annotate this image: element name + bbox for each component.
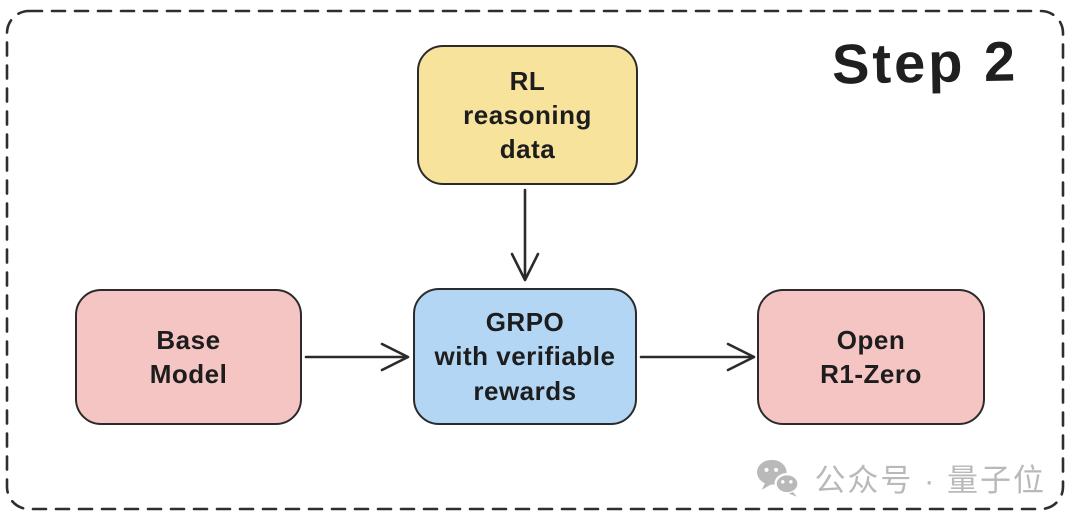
arrow-base-to-grpo (304, 342, 410, 372)
node-rl-reasoning-data[interactable]: RL reasoning data (417, 45, 638, 185)
arrow-rl-to-grpo (510, 188, 540, 282)
node-label: Open R1-Zero (820, 324, 922, 389)
node-label: RL reasoning data (463, 65, 592, 165)
arrow-grpo-to-r1zero (639, 342, 756, 372)
node-open-r1-zero[interactable]: Open R1-Zero (757, 289, 985, 425)
wechat-icon (757, 459, 801, 497)
node-grpo-verifiable-rewards[interactable]: GRPO with verifiable rewards (413, 288, 637, 425)
node-label: GRPO with verifiable rewards (434, 307, 616, 406)
watermark-text: 公众号 · 量子位 (814, 463, 1046, 498)
node-label: Base Model (149, 324, 228, 389)
watermark: 公众号 · 量子位 (754, 455, 1046, 500)
node-base-model[interactable]: Base Model (75, 289, 302, 425)
step-title: Step 2 (831, 29, 1019, 96)
